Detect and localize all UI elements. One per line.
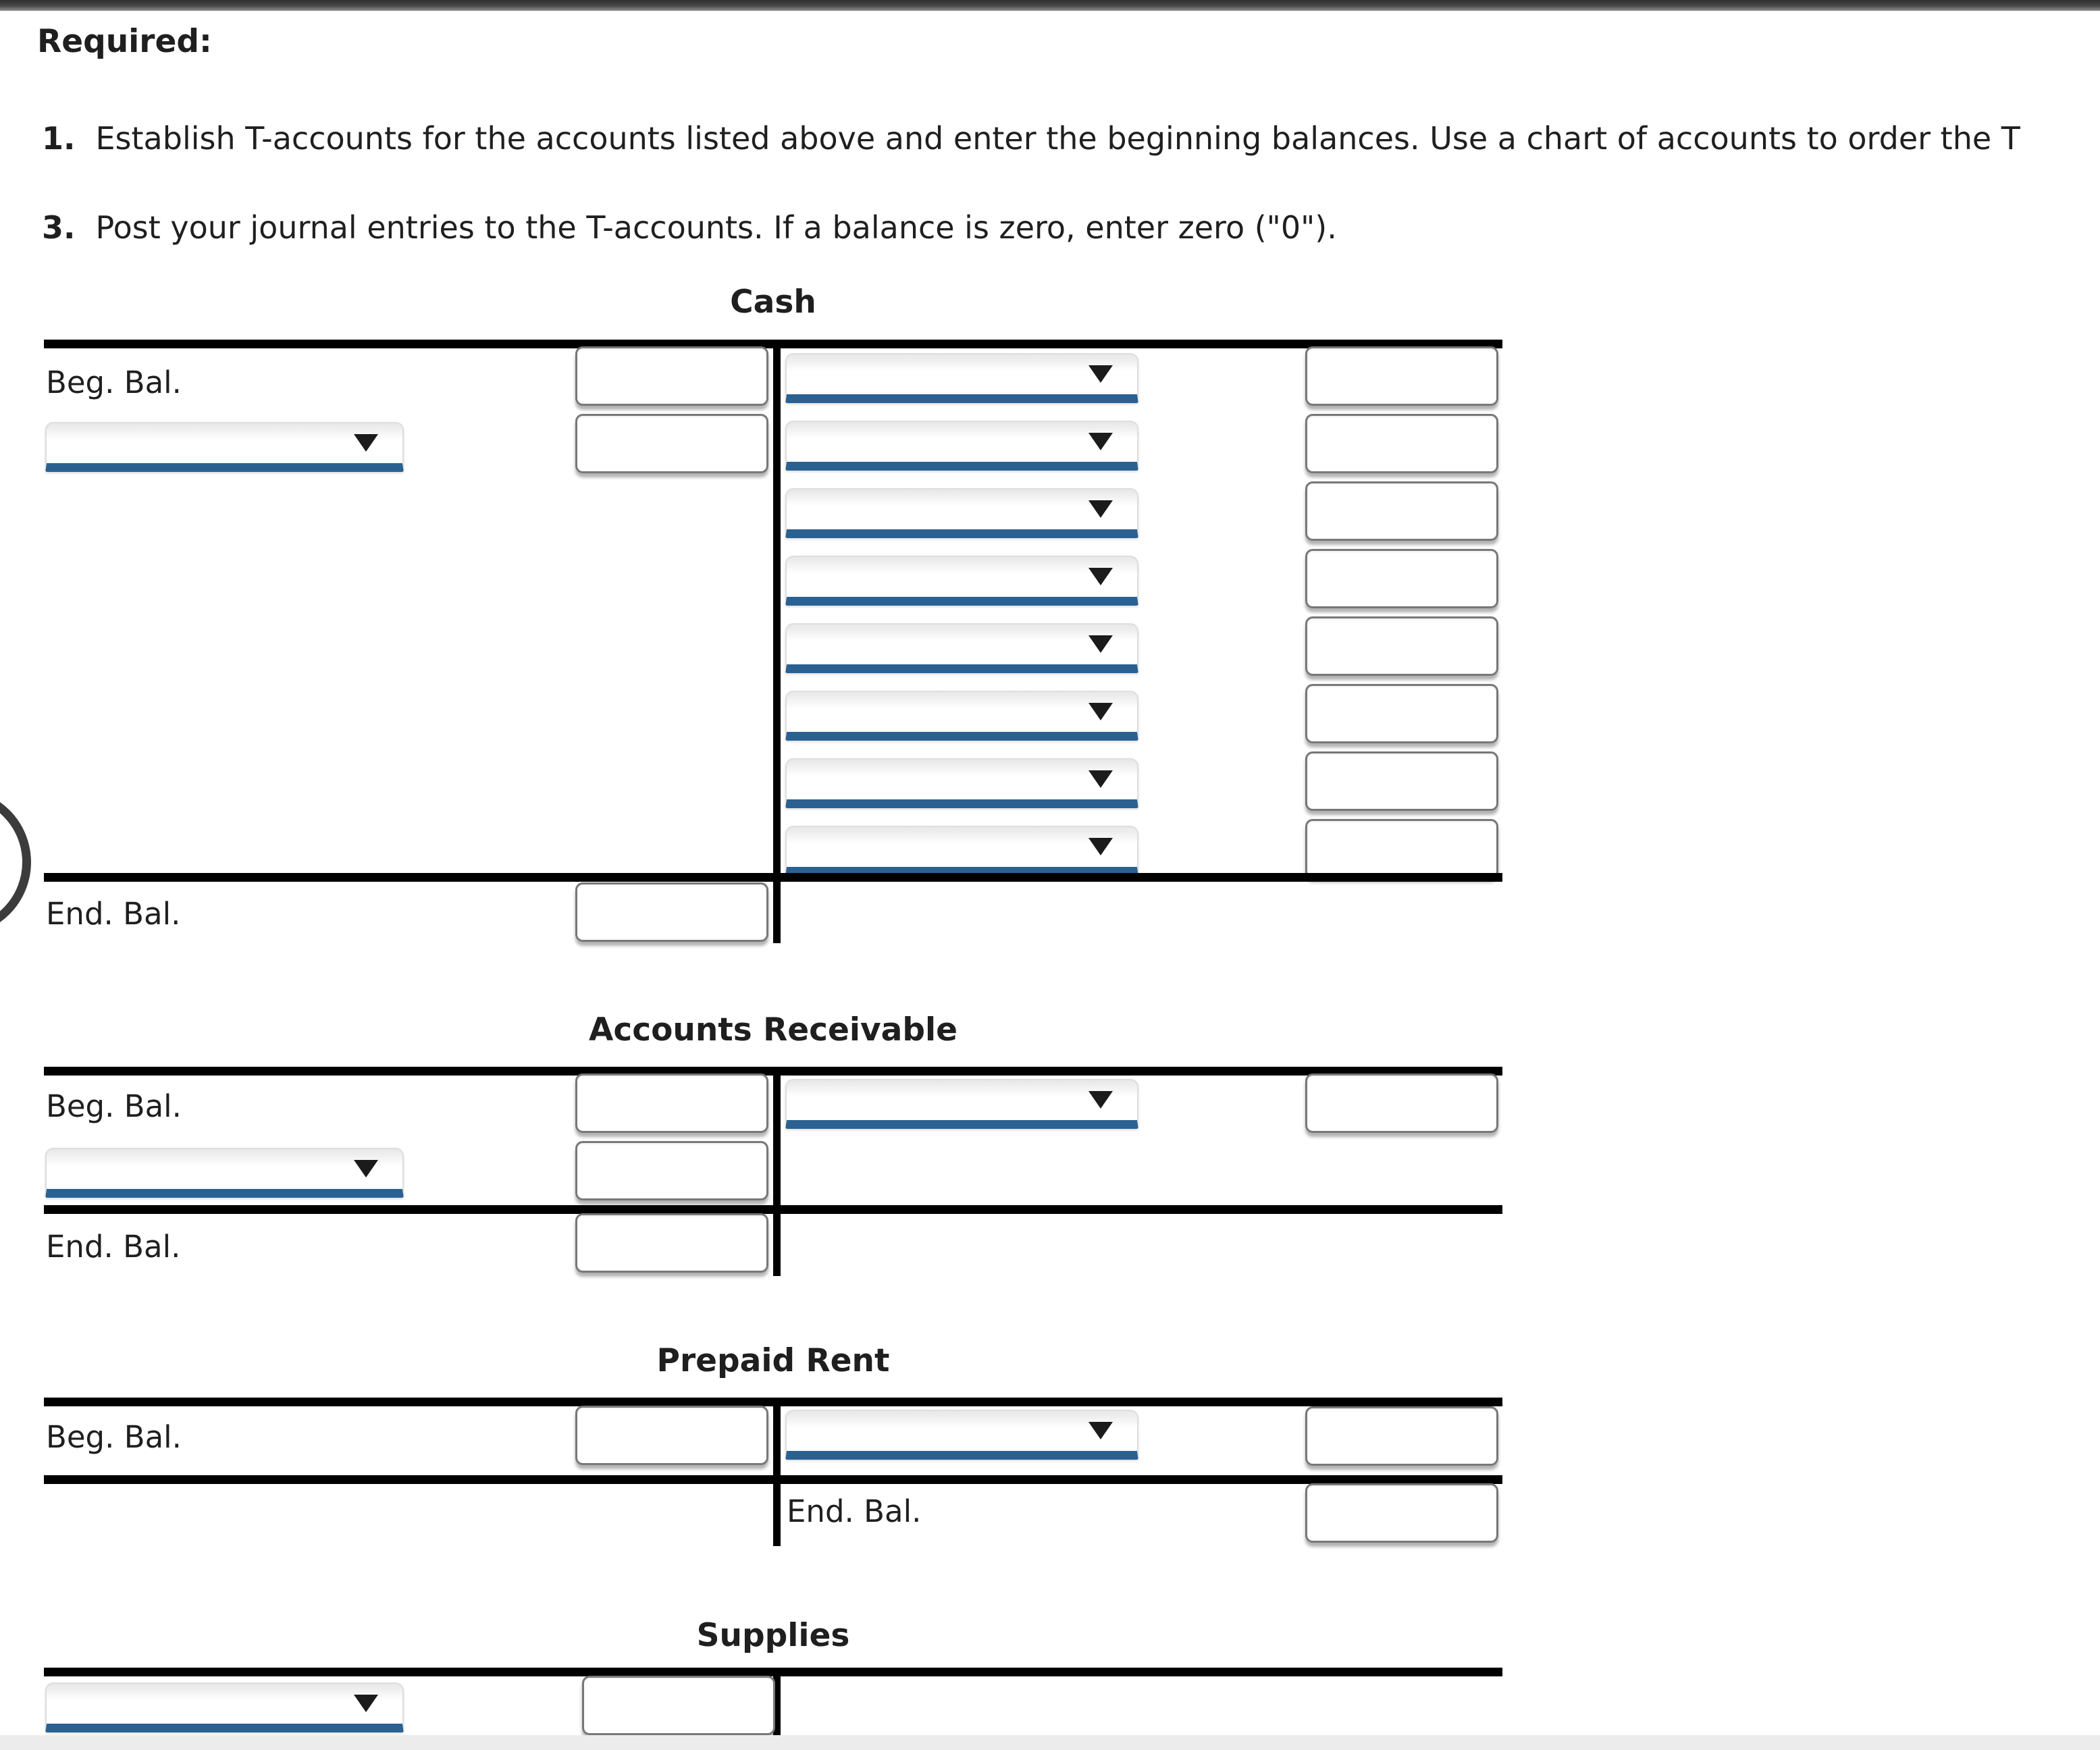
cash-credit-account-select-5[interactable]	[785, 623, 1138, 673]
cash-credit-amount-input-5[interactable]	[1305, 616, 1498, 676]
cash-beg-bal-label: Beg. Bal.	[46, 365, 182, 400]
instruction-1-number: 1.	[42, 120, 76, 157]
window-top-bar	[0, 0, 2100, 11]
prepaid-rent-title: Prepaid Rent	[656, 1342, 890, 1379]
prepaid-divider-rule	[773, 1398, 781, 1546]
chevron-down-icon	[1088, 703, 1113, 720]
cash-credit-amount-input-8[interactable]	[1305, 819, 1498, 878]
cash-debit-account-select[interactable]	[45, 422, 404, 472]
chevron-down-icon	[1088, 500, 1113, 518]
ar-bottom-rule	[44, 1205, 1502, 1214]
ar-end-bal-amount-input[interactable]	[575, 1213, 768, 1273]
cash-end-bal-amount-input[interactable]	[575, 882, 768, 942]
prepaid-beg-bal-label: Beg. Bal.	[46, 1419, 182, 1455]
accounts-receivable-title: Accounts Receivable	[588, 1011, 957, 1049]
ar-credit-account-select[interactable]	[785, 1079, 1138, 1129]
prepaid-credit-account-select[interactable]	[785, 1410, 1138, 1460]
cash-credit-account-select-1[interactable]	[785, 353, 1138, 403]
cash-credit-account-select-7[interactable]	[785, 758, 1138, 808]
ar-credit-amount-input[interactable]	[1305, 1073, 1498, 1133]
cash-bottom-rule	[44, 873, 1502, 882]
cash-credit-amount-input-3[interactable]	[1305, 481, 1498, 541]
cash-credit-amount-input-4[interactable]	[1305, 549, 1498, 608]
chevron-down-icon	[1088, 568, 1113, 585]
chevron-down-icon	[1088, 635, 1113, 653]
cash-end-bal-label: End. Bal.	[46, 896, 181, 932]
cash-credit-amount-input-6[interactable]	[1305, 684, 1498, 743]
chevron-down-icon	[354, 434, 378, 452]
instruction-1: 1. Establish T-accounts for the accounts …	[42, 120, 2020, 157]
cash-credit-amount-input-1[interactable]	[1305, 346, 1498, 406]
ar-beg-bal-label: Beg. Bal.	[46, 1088, 182, 1124]
supplies-title: Supplies	[696, 1617, 850, 1654]
chevron-down-icon	[1088, 433, 1113, 450]
prepaid-end-bal-amount-input[interactable]	[1305, 1483, 1498, 1543]
required-heading: Required:	[37, 23, 212, 60]
ar-divider-rule	[773, 1067, 781, 1276]
cash-divider-rule	[773, 340, 781, 943]
chevron-down-icon	[1088, 365, 1113, 383]
chevron-down-icon	[1088, 770, 1113, 788]
cash-credit-account-select-2[interactable]	[785, 421, 1138, 471]
prepaid-end-bal-label: End. Bal.	[787, 1493, 922, 1529]
supplies-divider-rule	[773, 1668, 781, 1738]
instruction-3-text: Post your journal entries to the T-accou…	[95, 209, 1337, 246]
cash-credit-account-select-6[interactable]	[785, 691, 1138, 741]
cash-beg-bal-amount-input[interactable]	[575, 346, 768, 406]
prepaid-bottom-rule	[44, 1475, 1502, 1484]
cash-credit-amount-input-2[interactable]	[1305, 414, 1498, 473]
chevron-down-icon	[354, 1160, 378, 1177]
chevron-down-icon	[354, 1695, 378, 1712]
ar-debit-amount-input[interactable]	[575, 1141, 768, 1200]
ar-end-bal-label: End. Bal.	[46, 1229, 181, 1265]
cash-debit-amount-input[interactable]	[575, 414, 768, 473]
chevron-down-icon	[1088, 1091, 1113, 1109]
instruction-3: 3. Post your journal entries to the T-acc…	[42, 209, 1337, 246]
cash-credit-account-select-3[interactable]	[785, 488, 1138, 538]
chevron-down-icon	[1088, 838, 1113, 855]
ar-debit-account-select[interactable]	[45, 1148, 404, 1198]
decorative-arc	[0, 789, 31, 936]
supplies-debit-amount-input[interactable]	[582, 1676, 775, 1735]
supplies-debit-account-select[interactable]	[45, 1682, 404, 1732]
cash-credit-account-select-4[interactable]	[785, 556, 1138, 606]
instruction-1-text: Establish T-accounts for the accounts li…	[95, 120, 2020, 157]
instruction-3-number: 3.	[42, 209, 76, 246]
cash-credit-account-select-8[interactable]	[785, 826, 1138, 876]
ar-beg-bal-amount-input[interactable]	[575, 1073, 768, 1133]
prepaid-beg-bal-amount-input[interactable]	[575, 1406, 768, 1465]
bottom-edge-band	[0, 1735, 2100, 1750]
chevron-down-icon	[1088, 1422, 1113, 1439]
cash-account-title: Cash	[730, 284, 816, 321]
prepaid-credit-amount-input[interactable]	[1305, 1406, 1498, 1466]
cash-credit-amount-input-7[interactable]	[1305, 751, 1498, 811]
